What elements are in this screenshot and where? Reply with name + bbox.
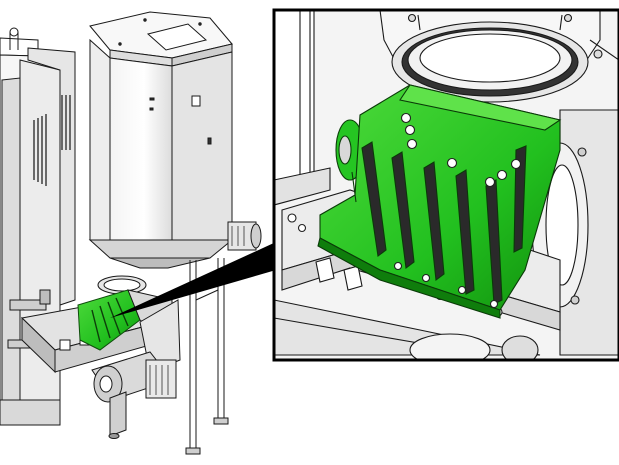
green-grate-highlight (297, 84, 562, 319)
feed-auger-motor (91, 221, 262, 439)
zoom-frame (272, 8, 619, 362)
zoom-detail-panel (272, 8, 619, 362)
zoom-callout-pointer (110, 242, 276, 318)
cabinet-vents (33, 95, 71, 186)
pellet-hopper (88, 11, 234, 455)
